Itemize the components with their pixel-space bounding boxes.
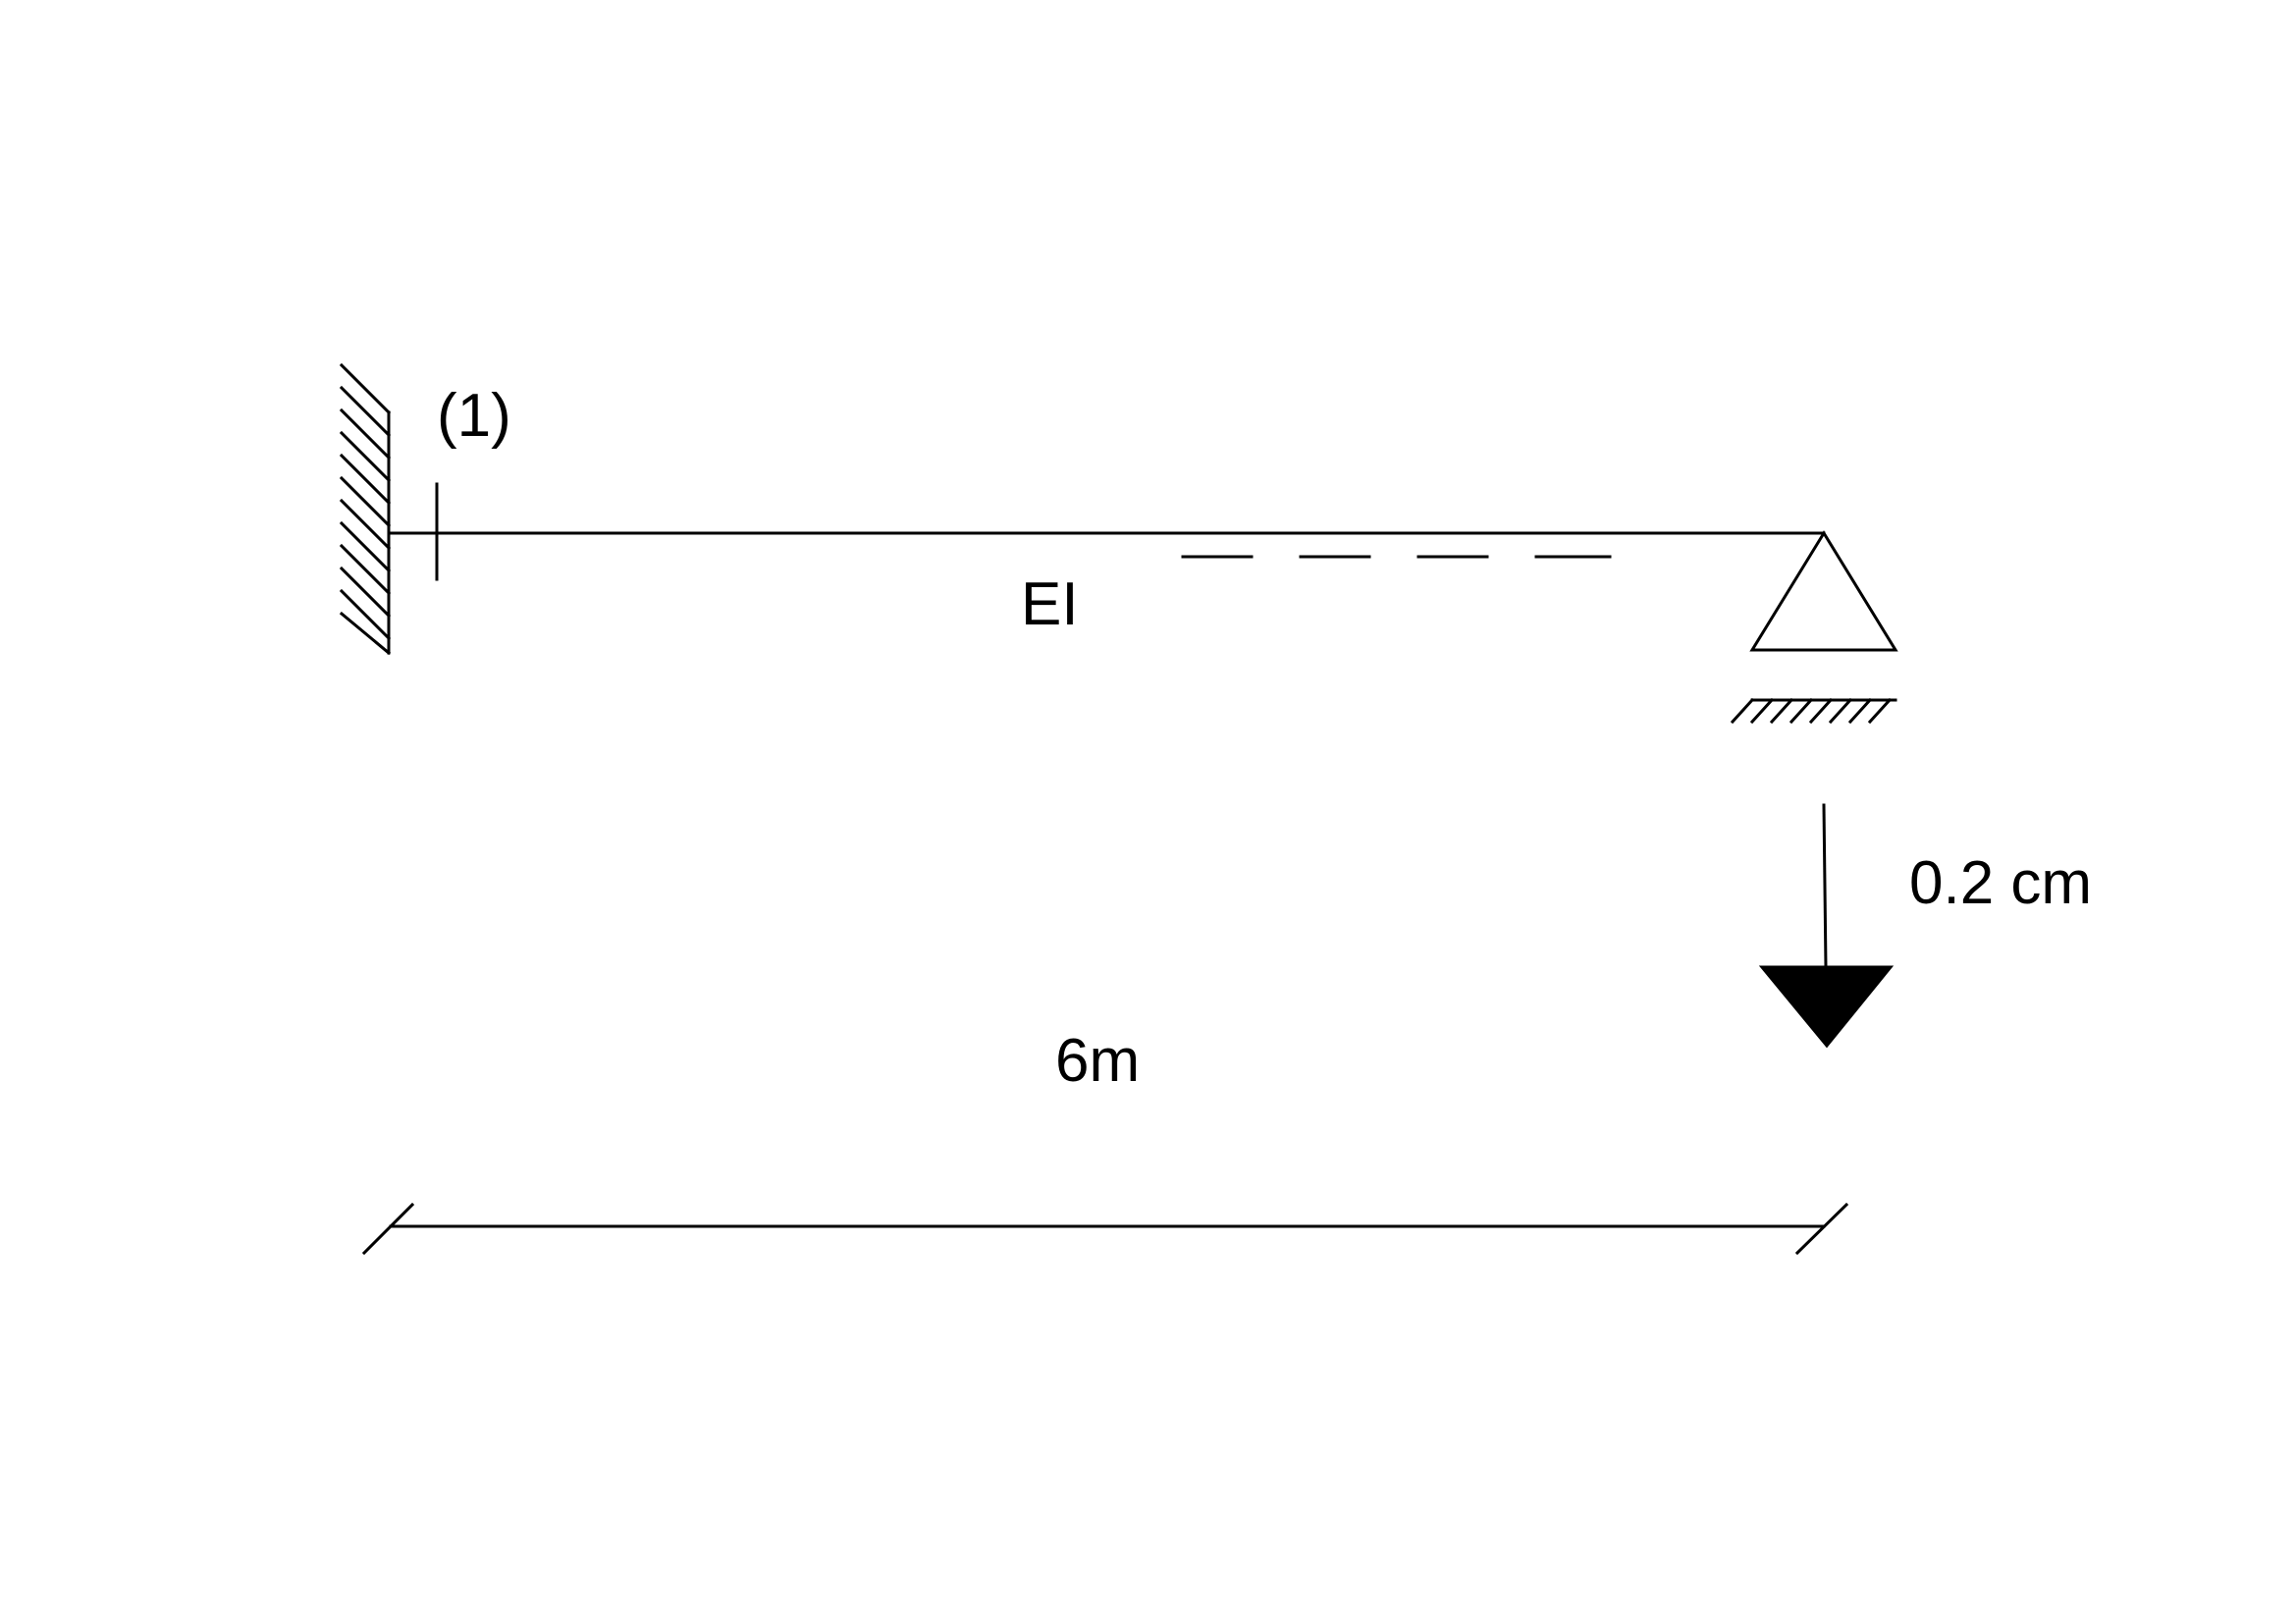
dimension-tick-right xyxy=(1794,1202,1849,1256)
settlement-arrow-head xyxy=(1758,965,1895,1049)
wall-hatching xyxy=(339,362,392,656)
node-label: (1) xyxy=(437,382,511,450)
dimension-tick-left xyxy=(361,1202,415,1256)
span-dimension xyxy=(361,1202,1849,1256)
settlement-arrow-shaft xyxy=(1822,803,1828,969)
fixed-support xyxy=(339,362,392,656)
span-label: 6m xyxy=(1055,1027,1141,1095)
pin-triangle xyxy=(1749,530,1898,652)
pin-support xyxy=(1730,530,1898,725)
settlement-arrow xyxy=(1758,803,1895,1049)
stiffness-label: EI xyxy=(1021,570,1079,638)
settlement-label: 0.2 cm xyxy=(1909,849,2093,917)
ground-hatching xyxy=(1730,697,1893,725)
